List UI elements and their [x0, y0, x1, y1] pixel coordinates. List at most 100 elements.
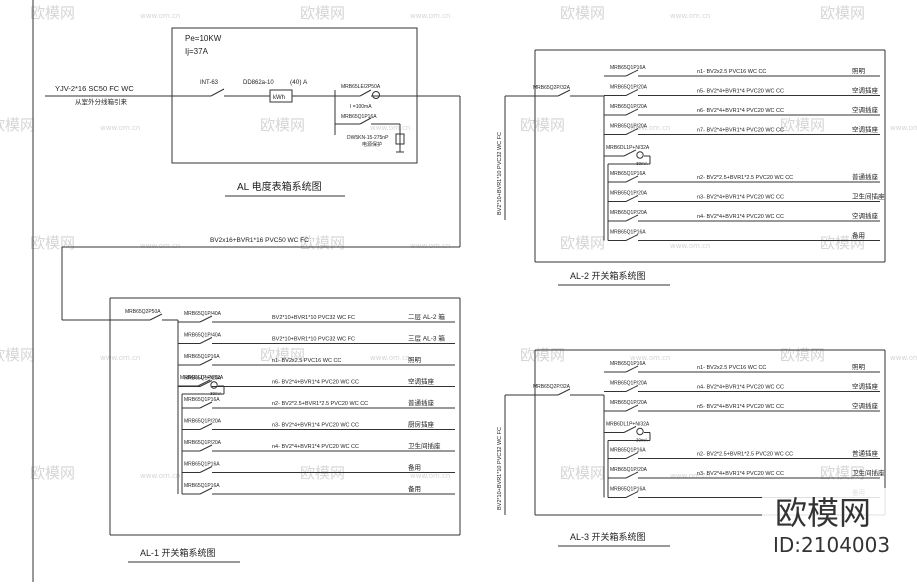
riser-cable-label: BV2*10+BVR1*10 PVC32 WC FC — [497, 427, 503, 510]
branch-breaker-label: MRB65Q1P16A — [184, 397, 220, 403]
branch-breaker-label: MRB65Q1P/40A — [184, 311, 222, 317]
brand-mark: 欧模网 ID:2104003 — [762, 488, 912, 560]
watermark-text: 欧模网 — [0, 346, 35, 364]
branch-switch-symbol — [625, 108, 639, 116]
meter-rating-label: (40) A — [290, 79, 308, 86]
branch-switch-symbol — [625, 452, 639, 459]
incoming-breaker-label: MRB65Q2P/32A — [533, 384, 571, 390]
watermark-text: 欧模网 — [30, 234, 75, 252]
feeder-source-note: 从室外分线箱引来 — [75, 97, 128, 106]
branch-breaker-label: MRB65Q1P16A — [610, 448, 646, 454]
branch-switch-symbol — [199, 423, 213, 430]
watermark-site: www.om.cn — [100, 124, 140, 132]
branch-load-label: 二层 AL-2 箱 — [408, 312, 445, 321]
brand-logo-text: 欧模网 — [775, 494, 871, 532]
watermark-text: 欧模网 — [300, 4, 345, 22]
branch-breaker-label: MRB65Q1P16A — [610, 65, 646, 71]
rcd-label: MRB6DL1P+N/32A — [180, 375, 224, 381]
branch-switch-symbol — [199, 487, 213, 495]
main-switch-symbol — [210, 88, 225, 97]
watermark-site: www.om.cn — [140, 12, 180, 20]
meter-bottom-breaker-label: MRB65Q1P16A — [341, 114, 377, 120]
branch-switch-symbol — [199, 380, 213, 387]
rcd-label: MRB6DL1P+N/32A — [606, 145, 650, 151]
meter-model-label: DD862a-10 — [243, 80, 274, 86]
incoming-breaker-label: MRB65Q2P/32A — [533, 85, 571, 91]
watermark-text: 欧模网 — [30, 464, 75, 482]
branch-breaker-label: MRB65Q1P16A — [184, 354, 220, 360]
watermark-site: www.om.cn — [410, 12, 450, 20]
branch-breaker-label: MRB65Q1P16A — [184, 462, 220, 468]
branch-load-label: 照明 — [852, 67, 866, 75]
branch-cable-label: n2- BV2*2.5+BVR1*2.5 PVC20 WC CC — [697, 452, 793, 458]
branch-switch-symbol — [199, 358, 213, 366]
watermark-site: www.om.cn — [100, 354, 140, 362]
branch-switch-symbol — [625, 471, 639, 479]
branch-cable-label: n5- BV2*4+BVR1*4 PVC20 WC CC — [697, 89, 784, 95]
watermark-site: www.om.cn — [370, 354, 410, 362]
branch-switch-symbol — [625, 195, 639, 202]
feeder-cable-label: YJV-2*16 SC50 FC WC — [55, 84, 134, 93]
branch-load-label: 照明 — [408, 356, 422, 364]
main-switch-label: INT-63 — [200, 80, 219, 86]
watermark-site: www.om.cn — [370, 124, 410, 132]
surge-protector-icon — [395, 133, 405, 145]
branch-cable-label: BV2*10+BVR1*10 PVC32 WC FC — [272, 315, 355, 321]
branch-switch-symbol — [625, 404, 639, 412]
branch-cable-label: BV2*10+BVR1*10 PVC32 WC FC — [272, 337, 355, 343]
watermark-site: www.om.cn — [670, 12, 710, 20]
branch-load-label: 厨房插座 — [408, 420, 435, 429]
branch-breaker-label: MRB65Q1P16A — [184, 483, 220, 489]
branch-load-label: 空调插座 — [852, 382, 879, 391]
watermark-text: 欧模网 — [820, 4, 865, 22]
branch-breaker-label: MRB65Q1P/20A — [610, 85, 648, 91]
brand-id-text: ID:2104003 — [773, 533, 890, 557]
watermark-site: www.om.cn — [670, 472, 710, 480]
meter-box-caption: AL 电度表箱系统图 — [237, 180, 322, 193]
watermark-text: 欧模网 — [0, 116, 35, 134]
branch-breaker-label: MRB65Q1P/20A — [610, 467, 648, 473]
branch-cable-label: n4- BV2*4+BVR1*4 PVC20 WC CC — [272, 444, 359, 450]
leakage-current-label: I =100mA — [350, 104, 372, 110]
branch-load-label: 空调插座 — [852, 211, 879, 220]
branch-breaker-label: MRB65Q1P16A — [610, 361, 646, 367]
branch-load-label: 空调插座 — [408, 377, 435, 386]
branch-cable-label: n3- BV2*4+BVR1*4 PVC20 WC CC — [697, 195, 784, 201]
switch-box-caption: AL-1 开关箱系统图 — [140, 547, 216, 558]
watermark-site: www.om.cn — [630, 354, 670, 362]
spd-model-label: DW5KN-15-275nP — [347, 135, 389, 141]
branch-load-label: 卫生间插座 — [408, 441, 441, 450]
meter-box-current: Ij=37A — [185, 47, 209, 56]
branch-breaker-label: MRB65Q1P/20A — [184, 440, 222, 446]
watermark-text: 欧模网 — [560, 4, 605, 22]
branch-cable-label: n3- BV2*4+BVR1*4 PVC20 WC CC — [697, 471, 784, 477]
branch-switch-symbol — [199, 401, 213, 409]
meter-top-breaker-label: MRB65LE/2P50A — [341, 84, 381, 90]
watermark-text: 欧模网 — [520, 346, 565, 364]
branch-switch-symbol — [199, 466, 213, 473]
al3-switch-box-diagram: MRB65Q2P/32AMRB6DL1P+N/32A30mAMRB65Q1P16… — [497, 349, 886, 547]
branch-switch-symbol — [625, 234, 639, 241]
branch-load-label: 普通插座 — [852, 172, 879, 181]
branch-switch-symbol — [625, 69, 639, 77]
branch-cable-label: n2- BV2*2.5+BVR1*2.5 PVC20 WC CC — [697, 175, 793, 181]
branch-load-label: 空调插座 — [852, 105, 879, 114]
incoming-switch-symbol — [149, 313, 163, 321]
branch-load-label: 备用 — [852, 231, 865, 240]
watermark-text: 欧模网 — [520, 116, 565, 134]
branch-switch-symbol — [625, 491, 639, 498]
branch-breaker-label: MRB65Q1P/40A — [184, 333, 222, 339]
branch-switch-symbol — [625, 89, 639, 96]
branch-switch-symbol — [199, 444, 213, 452]
branch-breaker-label: MRB65Q1P/20A — [610, 400, 648, 406]
branch-switch-symbol — [625, 175, 639, 183]
branch-load-label: 空调插座 — [852, 86, 879, 95]
rcd-switch-symbol — [623, 426, 637, 433]
watermark-site: www.om.cn — [140, 242, 180, 250]
branch-load-label: 备用 — [408, 463, 421, 472]
branch-load-label: 备用 — [408, 484, 421, 493]
branch-cable-label: n1- BV2x2.5 PVC16 WC CC — [697, 69, 766, 75]
branch-breaker-label: MRB65Q1P/20A — [610, 124, 648, 130]
leakage-relay-icon — [372, 91, 380, 99]
